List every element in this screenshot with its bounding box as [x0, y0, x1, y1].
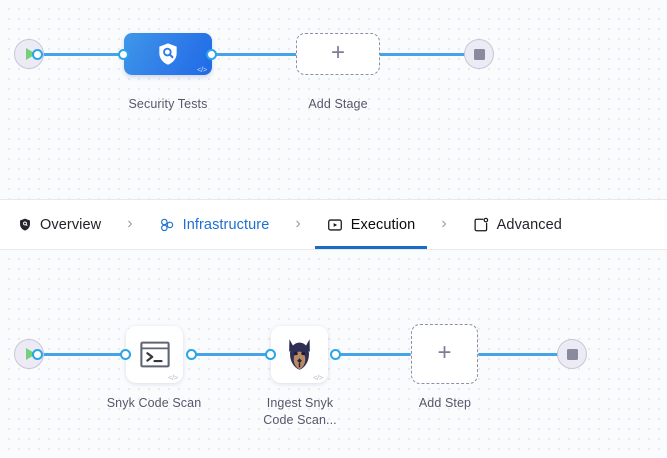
pipeline-end-node[interactable]	[464, 39, 494, 69]
edge-add-stage-to-end	[374, 53, 474, 56]
pipeline-section-tab-bar[interactable]: Overview › Infrastructure › Execution ›	[0, 199, 667, 250]
tab-overview-label: Overview	[40, 216, 102, 233]
code-badge: </>	[197, 64, 207, 74]
stage-start-node[interactable]	[14, 339, 44, 369]
settings-box-icon	[473, 217, 489, 233]
shield-search-icon	[159, 43, 177, 65]
tab-execution[interactable]: Execution	[314, 200, 427, 249]
step-node-label-line1: Ingest Snyk	[266, 396, 334, 410]
port-ingest-in[interactable]	[265, 349, 276, 360]
tab-execution-label: Execution	[350, 216, 416, 233]
tab-advanced[interactable]: Advanced	[469, 200, 566, 249]
stage-node-label-security-tests: Security Tests	[128, 97, 208, 111]
add-stage-node[interactable]: +	[296, 33, 380, 75]
code-badge: </>	[168, 372, 178, 382]
play-icon	[25, 348, 36, 360]
add-stage-label: Add Stage	[308, 97, 368, 111]
step-node-ingest-snyk-code-scan[interactable]: </>	[271, 326, 328, 383]
stop-icon	[473, 48, 485, 60]
edge-ingest-to-add-step	[336, 353, 411, 356]
port-snyk-code-scan-out[interactable]	[186, 349, 197, 360]
tab-overview[interactable]: Overview	[14, 200, 105, 249]
step-node-snyk-code-scan[interactable]: </>	[126, 326, 183, 383]
edge-snyk-code-scan-to-ingest	[192, 353, 277, 356]
code-badge: </>	[313, 372, 323, 382]
add-step-node[interactable]: +	[411, 324, 478, 384]
stage-end-node[interactable]	[557, 339, 587, 369]
plus-icon: +	[330, 38, 345, 66]
port-security-tests-out[interactable]	[206, 49, 217, 60]
tab-separator-3: ›	[441, 214, 447, 232]
port-security-tests-in[interactable]	[118, 49, 129, 60]
shield-icon	[18, 217, 32, 232]
tab-separator-2: ›	[295, 214, 301, 232]
snyk-doberman-icon	[289, 339, 310, 370]
step-node-label-snyk-code-scan: Snyk Code Scan	[106, 396, 202, 410]
port-start-out[interactable]	[32, 49, 43, 60]
edge-security-tests-to-add-stage	[212, 53, 304, 56]
tab-infrastructure-label: Infrastructure	[182, 216, 270, 233]
plus-icon: +	[437, 338, 452, 366]
step-graph-canvas[interactable]: </> Snyk Code Scan </> Ingest Snyk Code …	[0, 250, 667, 458]
play-icon	[25, 48, 36, 60]
port-ingest-out[interactable]	[330, 349, 341, 360]
terminal-icon	[139, 341, 170, 368]
add-step-label: Add Step	[418, 396, 472, 410]
edge-start-to-snyk-code-scan	[36, 353, 128, 356]
port-stage-start-out[interactable]	[32, 349, 43, 360]
play-box-icon	[327, 217, 343, 233]
step-node-label-line2: Code Scan...	[263, 412, 337, 427]
edge-add-step-to-end	[478, 353, 564, 356]
cluster-icon	[159, 217, 175, 233]
stop-icon	[566, 348, 578, 360]
stage-graph-canvas[interactable]: </> Security Tests + Add Stage	[0, 0, 667, 199]
port-snyk-code-scan-in[interactable]	[120, 349, 131, 360]
edge-start-to-security-tests	[36, 53, 126, 56]
stage-node-security-tests[interactable]: </>	[124, 33, 212, 75]
tab-advanced-label: Advanced	[496, 216, 562, 233]
step-node-label-ingest-snyk-code-scan: Ingest Snyk Code Scan...	[240, 395, 360, 429]
tab-infrastructure[interactable]: Infrastructure	[155, 200, 274, 249]
tab-separator-1: ›	[127, 214, 133, 232]
